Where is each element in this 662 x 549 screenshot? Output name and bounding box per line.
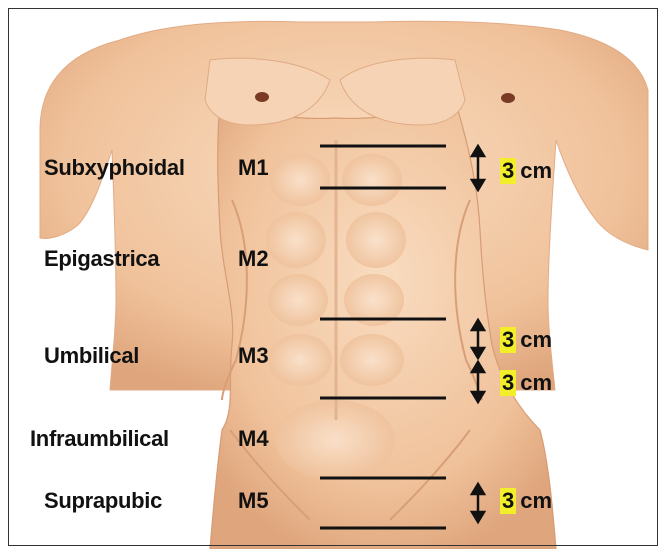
measurement-4-unit: cm bbox=[520, 488, 552, 514]
measurement-2-value: 3 bbox=[500, 327, 516, 353]
image-frame bbox=[8, 8, 658, 546]
zone-label-subxyphoidal: Subxyphoidal bbox=[44, 155, 185, 181]
measurement-3-value: 3 bbox=[500, 370, 516, 396]
zone-code-m4: M4 bbox=[238, 426, 269, 452]
zone-code-m3: M3 bbox=[238, 343, 269, 369]
measurement-1-unit: cm bbox=[520, 158, 552, 184]
measurement-3-unit: cm bbox=[520, 370, 552, 396]
zone-code-m5: M5 bbox=[238, 488, 269, 514]
zone-label-umbilical: Umbilical bbox=[44, 343, 139, 369]
zone-label-infraumbilical: Infraumbilical bbox=[30, 426, 169, 452]
zone-label-epigastrica: Epigastrica bbox=[44, 246, 159, 272]
measurement-4: 3 cm bbox=[500, 488, 552, 514]
measurement-3: 3 cm bbox=[500, 370, 552, 396]
measurement-1-value: 3 bbox=[500, 158, 516, 184]
zone-label-suprapubic: Suprapubic bbox=[44, 488, 162, 514]
measurement-2: 3 cm bbox=[500, 327, 552, 353]
measurement-1: 3 cm bbox=[500, 158, 552, 184]
measurement-2-unit: cm bbox=[520, 327, 552, 353]
zone-code-m1: M1 bbox=[238, 155, 269, 181]
measurement-4-value: 3 bbox=[500, 488, 516, 514]
zone-code-m2: M2 bbox=[238, 246, 269, 272]
